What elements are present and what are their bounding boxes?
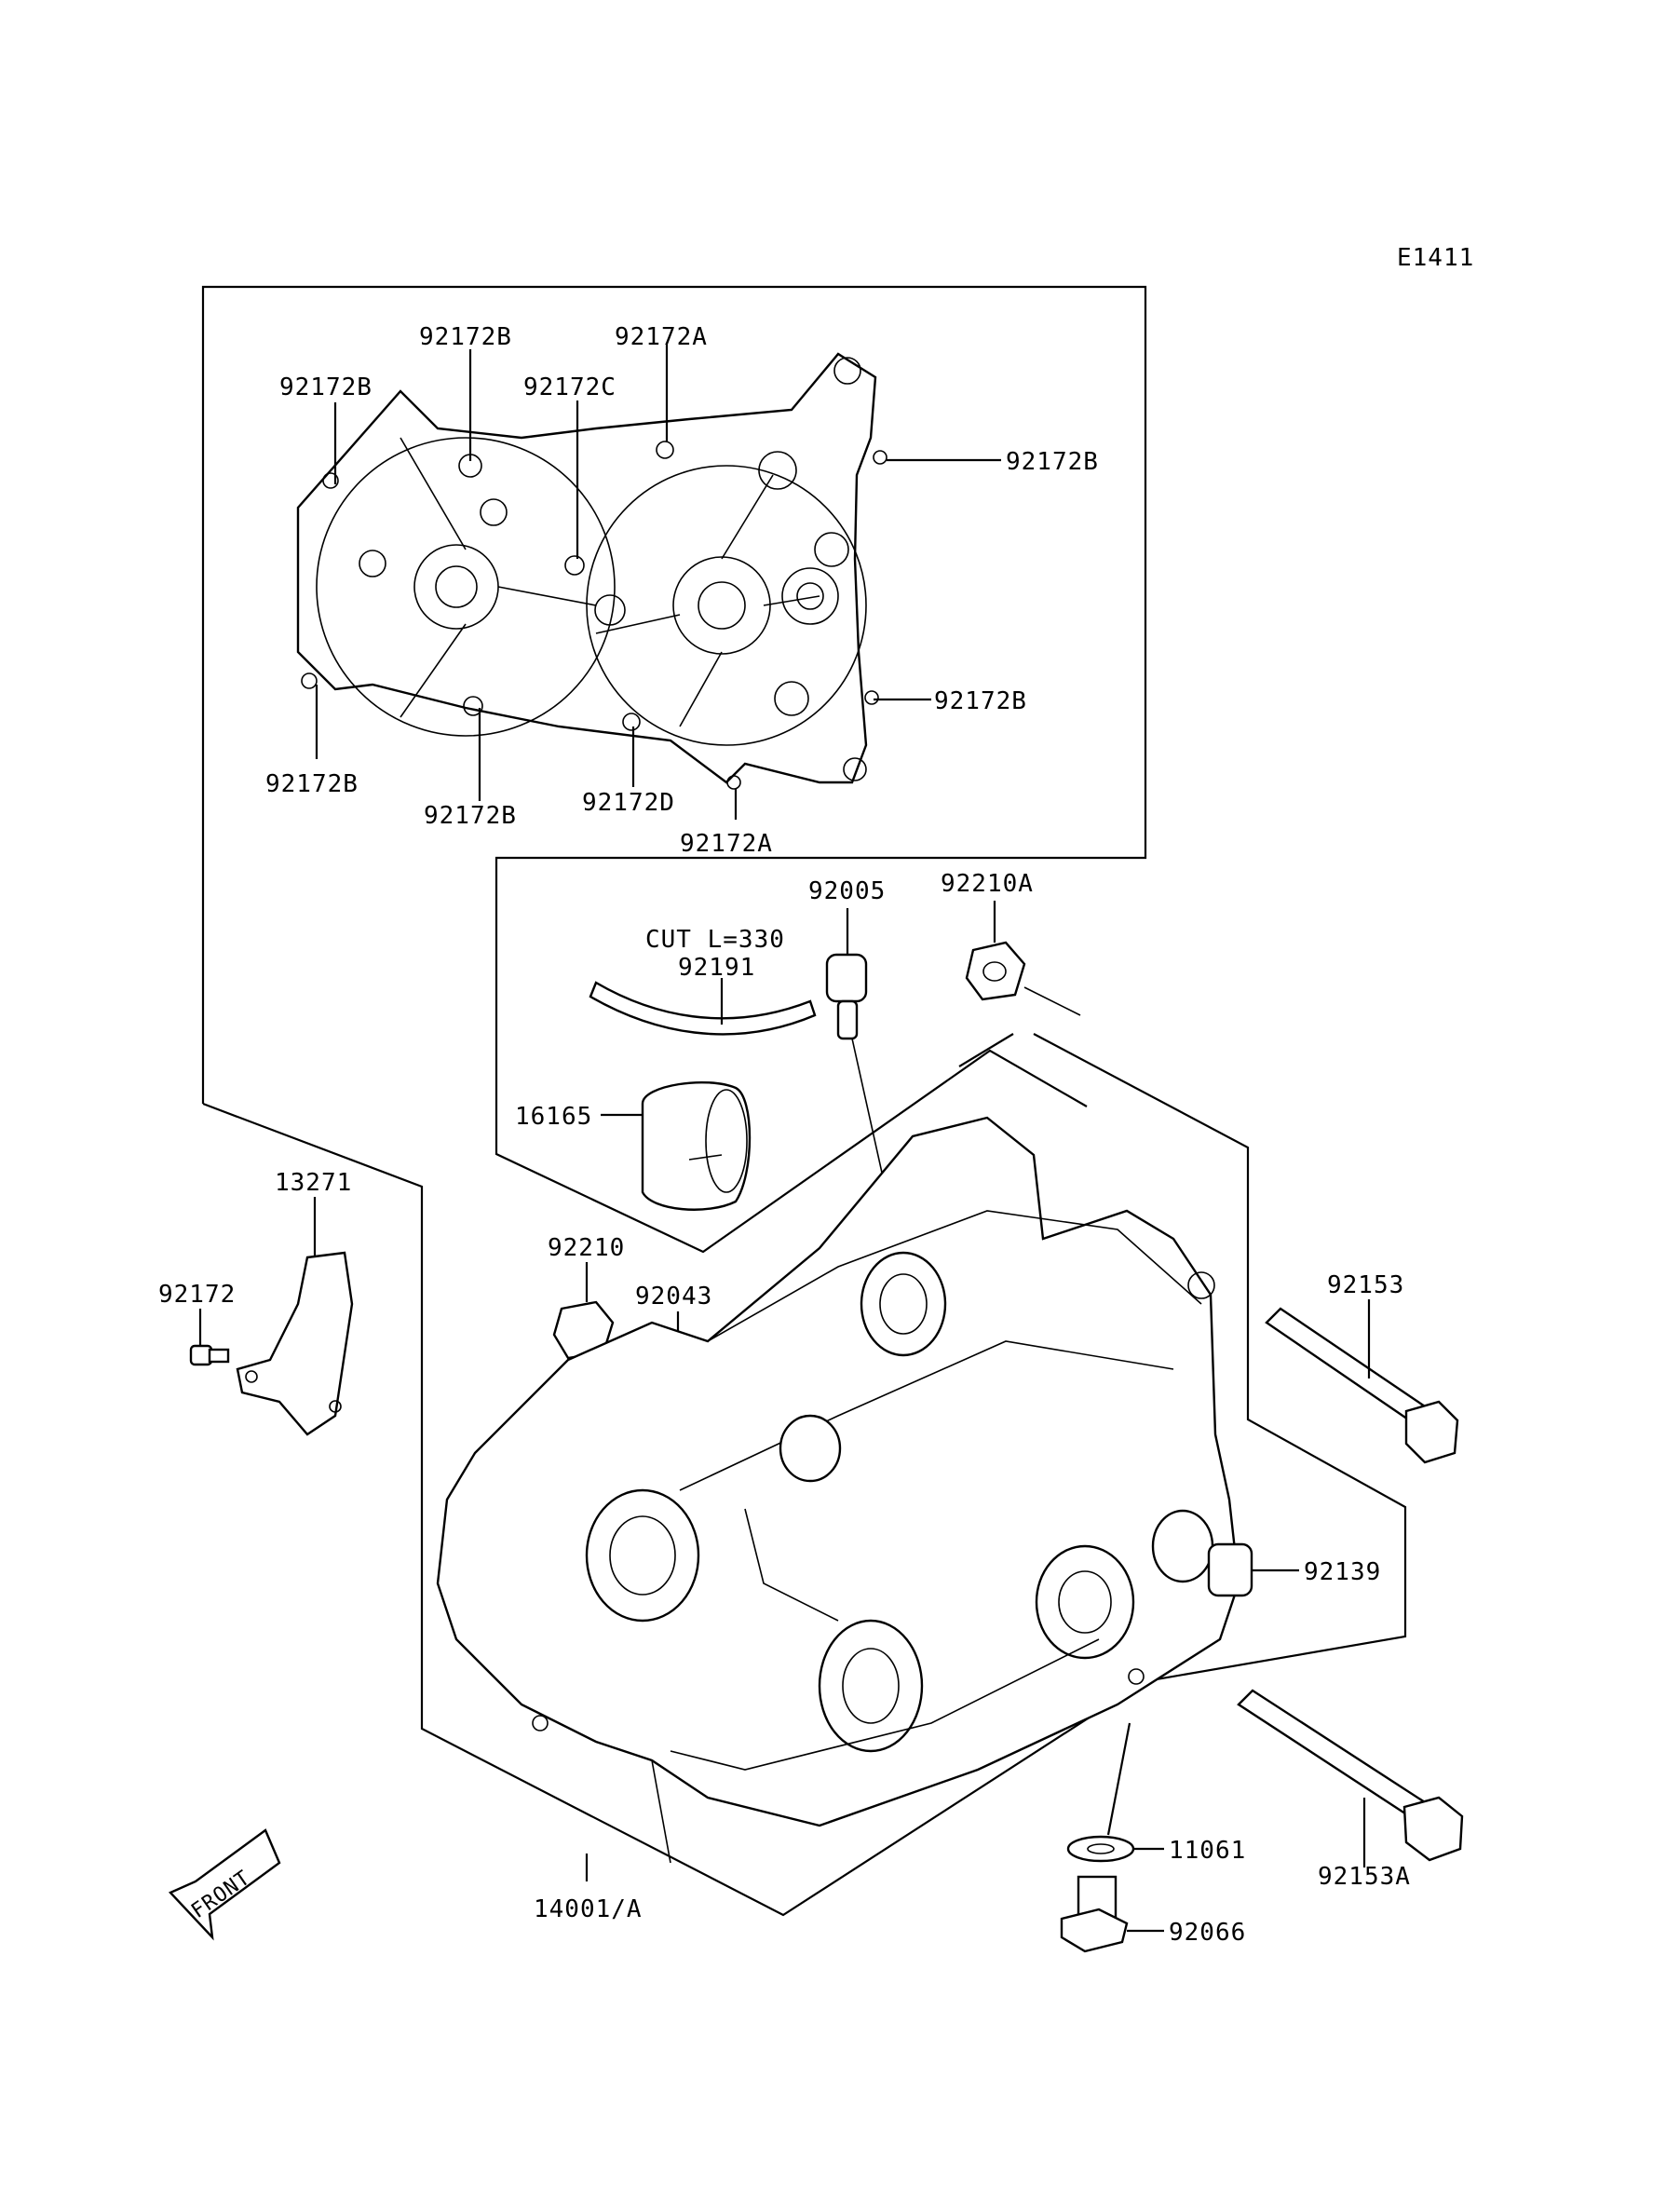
label-14001a: 14001/A: [534, 1895, 643, 1923]
label-92153: 92153: [1327, 1271, 1404, 1299]
label-92172c: 92172C: [523, 373, 616, 401]
label-92172d: 92172D: [582, 789, 675, 817]
label-92191: 92191: [678, 954, 755, 982]
label-92172: 92172: [158, 1281, 236, 1309]
label-92210a: 92210A: [941, 870, 1034, 898]
label-92172a-bottom: 92172A: [680, 830, 773, 858]
label-92172b-left-lower: 92172B: [265, 770, 359, 798]
label-92005: 92005: [808, 877, 886, 905]
part-11061-washer: [1066, 1722, 1164, 1863]
part-92191-hose: [589, 978, 817, 1036]
part-92005-fitting: [825, 908, 890, 1207]
label-92172a-top: 92172A: [615, 323, 708, 351]
label-92172b-right-upper: 92172B: [1006, 448, 1099, 476]
label-11061: 11061: [1169, 1837, 1246, 1865]
label-16165: 16165: [515, 1103, 592, 1131]
part-92153-bolt: [1265, 1299, 1459, 1464]
label-13271: 13271: [275, 1169, 352, 1197]
label-cut-note: CUT L=330: [645, 926, 785, 954]
part-92210a-nut: [965, 901, 1081, 1016]
gasket-leaders: [315, 345, 1001, 820]
label-92172b-top-left: 92172B: [279, 373, 373, 401]
part-92139-collar: [1207, 1542, 1299, 1597]
label-92066: 92066: [1169, 1919, 1246, 1947]
label-92172b-top: 92172B: [419, 323, 512, 351]
label-92172b-bottom: 92172B: [424, 802, 517, 830]
front-arrow-icon: FRONT: [168, 1828, 281, 1941]
label-92139: 92139: [1304, 1558, 1381, 1586]
part-92066-bolt: [1060, 1875, 1164, 1953]
crankcase-assembly: [436, 1116, 1240, 1864]
label-92153a: 92153A: [1318, 1863, 1411, 1891]
group-outline: [201, 285, 1407, 1917]
part-13271-bracket: [236, 1197, 354, 1436]
diagram-code: E1411: [1397, 244, 1474, 272]
part-92153a-bolt: [1237, 1689, 1464, 1867]
part-16165-filter: [601, 1080, 752, 1211]
part-92172-screw: [189, 1309, 230, 1366]
label-92043: 92043: [635, 1283, 712, 1310]
crankcase-gasket: [296, 352, 887, 790]
label-92172b-right-lower: 92172B: [934, 687, 1027, 715]
label-92210: 92210: [548, 1234, 625, 1262]
